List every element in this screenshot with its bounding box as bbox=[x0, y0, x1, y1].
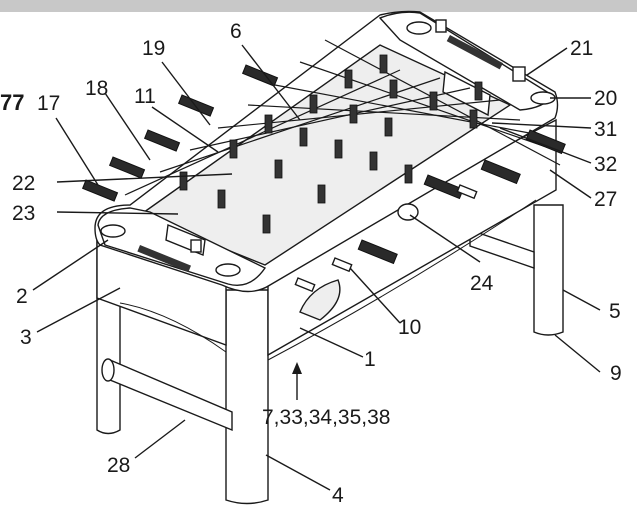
callout-21: 21 bbox=[570, 37, 593, 60]
rod-bumper bbox=[294, 277, 316, 293]
rod-handles-left bbox=[81, 64, 279, 202]
near-left-cup-holder bbox=[100, 224, 126, 238]
rod-handle bbox=[143, 129, 181, 152]
callout-24: 24 bbox=[470, 272, 494, 295]
far-score-marker bbox=[435, 19, 447, 33]
callout-11: 11 bbox=[134, 85, 156, 108]
side-panel-curve bbox=[267, 199, 537, 361]
far-left-cup-holder bbox=[406, 21, 432, 35]
callout-5: 5 bbox=[609, 300, 621, 323]
rod bbox=[299, 61, 556, 151]
callout-4: 4 bbox=[332, 484, 344, 507]
ball-return-ring bbox=[397, 203, 419, 221]
callout-6: 6 bbox=[230, 20, 242, 43]
partial-tag: 77 bbox=[0, 90, 24, 115]
rod-handle bbox=[108, 156, 146, 179]
arrow-head bbox=[292, 362, 302, 374]
callout-31: 31 bbox=[594, 118, 617, 141]
far-score-counter bbox=[446, 35, 503, 70]
callout-28: 28 bbox=[107, 454, 130, 477]
crossbar-end bbox=[101, 358, 115, 382]
rod-handle bbox=[357, 239, 398, 265]
front-right-leg bbox=[225, 289, 269, 505]
rod-handle bbox=[525, 129, 566, 155]
callout-2: 2 bbox=[16, 285, 28, 308]
rod-bumper bbox=[456, 184, 478, 200]
callout-7-33-34-35-38: 7,33,34,35,38 bbox=[262, 406, 390, 429]
callout-17: 17 bbox=[37, 92, 60, 115]
callout-27: 27 bbox=[594, 188, 617, 211]
callout-3: 3 bbox=[20, 326, 32, 349]
rod-handle bbox=[81, 179, 119, 202]
rod-handles-right bbox=[357, 129, 566, 265]
callout-23: 23 bbox=[12, 202, 35, 225]
back-right-leg bbox=[533, 204, 564, 336]
near-right-cup-holder bbox=[215, 263, 241, 277]
callout-20: 20 bbox=[594, 87, 617, 110]
score-marker bbox=[190, 239, 202, 253]
rod bbox=[274, 84, 541, 136]
rod bbox=[124, 69, 401, 196]
callout-9: 9 bbox=[610, 362, 622, 385]
near-score-counter bbox=[137, 245, 191, 273]
side-handle-recess bbox=[299, 279, 341, 321]
callout-22: 22 bbox=[12, 172, 35, 195]
ball-entry-cup bbox=[512, 66, 526, 82]
callout-32: 32 bbox=[594, 153, 617, 176]
crossbar bbox=[109, 358, 233, 432]
rod-handle bbox=[423, 174, 464, 200]
leader-lines bbox=[32, 44, 601, 491]
back-crossbar bbox=[469, 229, 535, 269]
callout-19: 19 bbox=[142, 37, 165, 60]
rod bbox=[324, 39, 561, 166]
player-figures bbox=[179, 54, 483, 234]
rod-handle bbox=[177, 94, 215, 117]
callout-10: 10 bbox=[398, 316, 421, 339]
callout-1: 1 bbox=[364, 348, 376, 371]
end-panel-arch bbox=[119, 302, 227, 353]
callout-18: 18 bbox=[85, 77, 108, 100]
top-border-strip bbox=[0, 0, 637, 12]
rod-handle bbox=[480, 159, 521, 185]
